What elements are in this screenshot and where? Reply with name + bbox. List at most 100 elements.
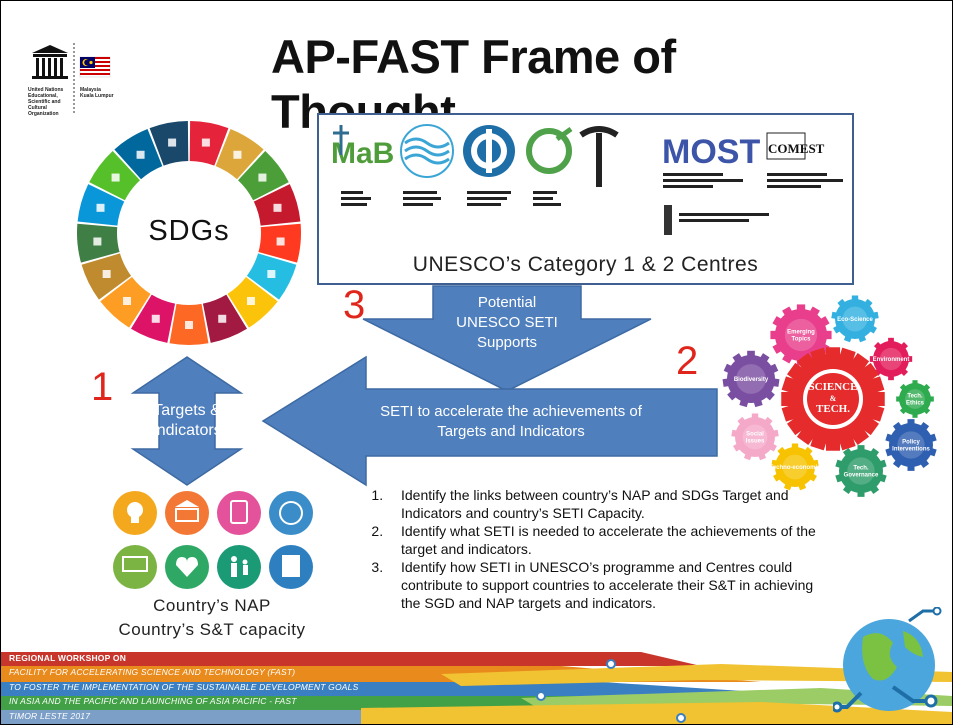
sdg-segment-icon: [273, 203, 282, 212]
bullet-item-3: Identify how SETI in UNESCO’s programme …: [387, 558, 833, 612]
targets-arrow: [130, 356, 244, 486]
supports-arrow-text: Potential UNESCO SETI Supports: [433, 293, 581, 353]
gear-label: Topics: [792, 337, 812, 343]
footer-line-4: IN ASIA AND THE PACIFIC AND LAUNCHING OF…: [9, 696, 297, 706]
sdg-segment-icon: [93, 237, 102, 246]
unesco-logo: United Nations Educational, Scientific a…: [28, 43, 168, 120]
unesco-caption-2: Educational, Scientific and: [28, 93, 61, 105]
supports-line-2: UNESCO SETI: [456, 314, 558, 331]
sdg-segment-icon: [151, 314, 160, 323]
gear-label: Tech.: [853, 466, 869, 472]
health-heart-icon: [165, 545, 209, 589]
targets-line-2: Indicators: [152, 422, 222, 439]
sdg-wheel-icon: [77, 121, 301, 345]
family-icon: [217, 545, 261, 589]
gear-label: Interventions: [892, 447, 930, 453]
gear-label: Eco-Science: [837, 317, 873, 323]
nap-line-1: Country’s NAP: [153, 596, 271, 615]
country-caption-2: Kuala Lumpur: [80, 93, 114, 99]
science-tech-gears: BiodiversityEmergingTopicsEco-ScienceEnv…: [722, 295, 937, 497]
footer-line-3: TO FOSTER THE IMPLEMENTATION OF THE SUST…: [9, 682, 359, 692]
sdg-segment-icon: [96, 203, 105, 212]
institution-icon: [165, 491, 209, 535]
footer-banner: REGIONAL WORKSHOP ON FACILITY FOR ACCELE…: [1, 652, 952, 724]
footer-line-5: TIMOR LESTE 2017: [9, 711, 91, 721]
gear-label: Issues: [746, 439, 765, 445]
svg-text:MOST: MOST: [662, 133, 760, 171]
centres-box: MaB: [317, 113, 854, 285]
unesco-caption-3: Cultural Organization: [28, 105, 59, 117]
gear-label: Tech.: [907, 394, 923, 400]
gear-emerging-topics: [770, 304, 832, 366]
supports-line-1: Potential: [477, 294, 537, 311]
sdg-wheel: SDGs: [69, 113, 309, 353]
ihp-icon: [400, 124, 454, 178]
country-caption-1: Malaysia: [80, 87, 101, 93]
gear-label: Environment: [873, 357, 910, 363]
sdg-segment-icon: [102, 270, 111, 279]
gear-social-issues: [731, 413, 779, 461]
sdg-label: SDGs: [148, 215, 230, 247]
sdg-segment-icon: [218, 314, 227, 323]
number-one: 1: [91, 365, 114, 409]
footer-line-1: REGIONAL WORKSHOP ON: [9, 653, 127, 663]
sdg-segment-icon: [258, 173, 267, 182]
targets-line-1: Targets &: [153, 402, 221, 419]
gear-center-label: SCIENCE: [809, 381, 858, 393]
gear-label: Social: [746, 432, 764, 438]
sdg-segment-icon: [267, 270, 276, 279]
sdg-segment-icon: [136, 150, 145, 159]
globe-circuit-icon: [833, 607, 942, 713]
gear-label: Ethics: [906, 401, 925, 407]
malaysia-flag-icon: [79, 56, 111, 78]
gear-techno-economic: [771, 443, 819, 491]
supports-line-3: Supports: [476, 334, 538, 351]
sdg-segment-icon: [246, 296, 255, 305]
accelerate-line-2: Targets and Indicators: [437, 423, 585, 440]
centres-logos: MaB: [331, 124, 843, 235]
nap-label: Country’s NAP Country’s S&T capacity: [97, 594, 327, 642]
accelerate-arrow: [261, 355, 718, 487]
gear-eco-science: [831, 295, 879, 343]
accelerate-arrow-text: SETI to accelerate the achievements of T…: [301, 402, 721, 442]
nap-line-2: Country’s S&T capacity: [118, 620, 306, 639]
clipboard-icon: [217, 491, 261, 535]
gear-tech-governance: [835, 445, 887, 497]
footer-stripes: [1, 652, 952, 724]
sdg-segment-icon: [185, 321, 193, 329]
targets-arrow-text: Targets & Indicators: [133, 401, 241, 441]
sdg-segment-icon: [276, 237, 285, 246]
gear-label: Governance: [844, 473, 879, 479]
geoparks-icon: [526, 126, 573, 174]
unesco-temple-icon: [32, 43, 111, 113]
gear-label: Techno-economic: [770, 465, 822, 471]
cycle-chart-icon: [269, 491, 313, 535]
supports-arrow: [362, 285, 652, 392]
centres-label: UNESCO’s Category 1 & 2 Centres: [412, 253, 759, 276]
iec-icon: [664, 205, 672, 235]
bullet-item-2: Identify what SETI is needed to accelera…: [387, 522, 833, 558]
svg-text:COMEST: COMEST: [768, 141, 825, 156]
most-icon: MOST: [662, 133, 760, 171]
training-icon: [113, 545, 157, 589]
comest-icon: COMEST: [766, 132, 825, 160]
gear-label: Emerging: [787, 330, 815, 336]
gear-policy: [885, 419, 937, 471]
gear-label: Policy: [902, 440, 920, 446]
iugs-icon: [579, 126, 619, 187]
gear-center-label: &: [830, 394, 837, 403]
bullet-item-1: Identify the links between country’s NAP…: [387, 486, 833, 522]
sdg-segment-icon: [168, 138, 177, 147]
document-icon: [269, 545, 313, 589]
sdg-segment-icon: [111, 173, 120, 182]
sdg-segment-icon: [201, 138, 210, 147]
number-three: 3: [343, 283, 366, 327]
bullet-list: Identify the links between country’s NAP…: [353, 486, 833, 612]
lightbulb-icon: [113, 491, 157, 535]
sdg-segment-icon: [233, 150, 242, 159]
unesco-caption-1: United Nations: [28, 87, 64, 93]
footer-line-2: FACILITY FOR ACCELERATING SCIENCE AND TE…: [9, 667, 296, 677]
sdg-segment-icon: [123, 296, 132, 305]
